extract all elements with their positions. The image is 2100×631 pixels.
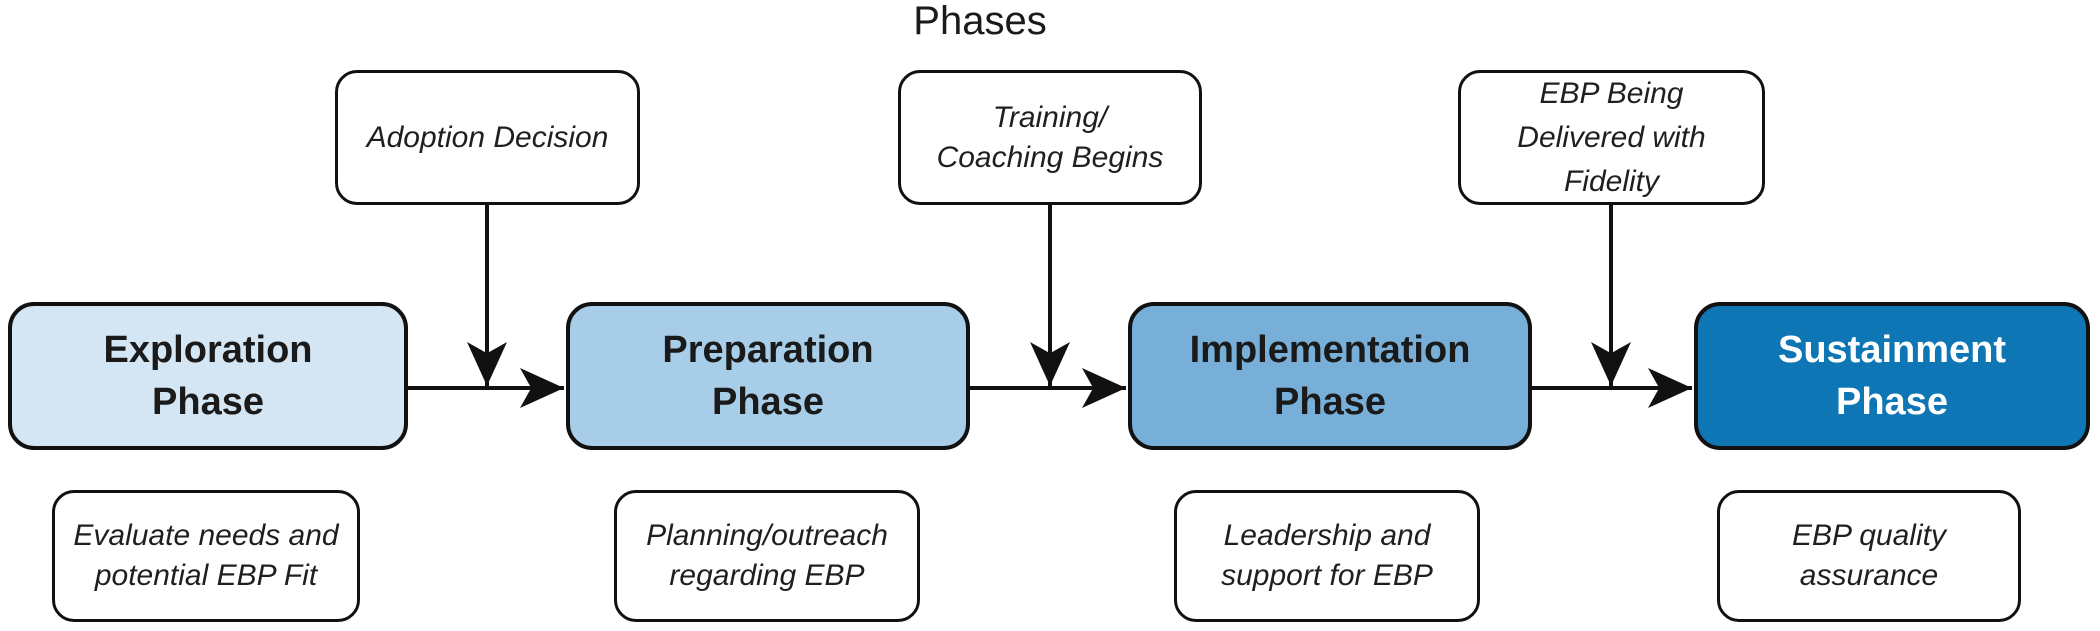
phase-box-sustainment: Sustainment Phase bbox=[1694, 302, 2090, 450]
diagram-title: Phases bbox=[913, 0, 1047, 43]
note-label: Leadership and support for EBP bbox=[1221, 519, 1433, 592]
note-evaluate-needs: Evaluate needs and potential EBP Fit bbox=[52, 490, 360, 622]
phase-label: Sustainment Phase bbox=[1777, 329, 2007, 423]
note-label: Evaluate needs and potential EBP Fit bbox=[73, 519, 339, 592]
milestone-label: Adoption Decision bbox=[366, 120, 609, 154]
phase-box-exploration: Exploration Phase bbox=[8, 302, 408, 450]
phase-box-implementation: Implementation Phase bbox=[1128, 302, 1532, 450]
milestone-adoption-decision: Adoption Decision bbox=[335, 70, 640, 205]
note-ebp-quality-assurance: EBP quality assurance bbox=[1717, 490, 2021, 622]
milestone-training-coaching-begins: Training/ Coaching Begins bbox=[898, 70, 1202, 205]
milestone-label: Training/ Coaching Begins bbox=[936, 100, 1164, 174]
milestone-label: EBP Being Delivered with Fidelity bbox=[1517, 76, 1706, 198]
phase-box-preparation: Preparation Phase bbox=[566, 302, 970, 450]
note-planning-outreach: Planning/outreach regarding EBP bbox=[614, 490, 920, 622]
milestone-ebp-delivered-with-fidelity: EBP Being Delivered with Fidelity bbox=[1458, 70, 1765, 205]
note-leadership-support: Leadership and support for EBP bbox=[1174, 490, 1480, 622]
note-label: EBP quality assurance bbox=[1792, 519, 1946, 592]
phase-label: Preparation Phase bbox=[662, 329, 874, 423]
note-label: Planning/outreach regarding EBP bbox=[646, 519, 888, 592]
phase-label: Exploration Phase bbox=[103, 329, 313, 423]
phase-label: Implementation Phase bbox=[1189, 329, 1471, 423]
